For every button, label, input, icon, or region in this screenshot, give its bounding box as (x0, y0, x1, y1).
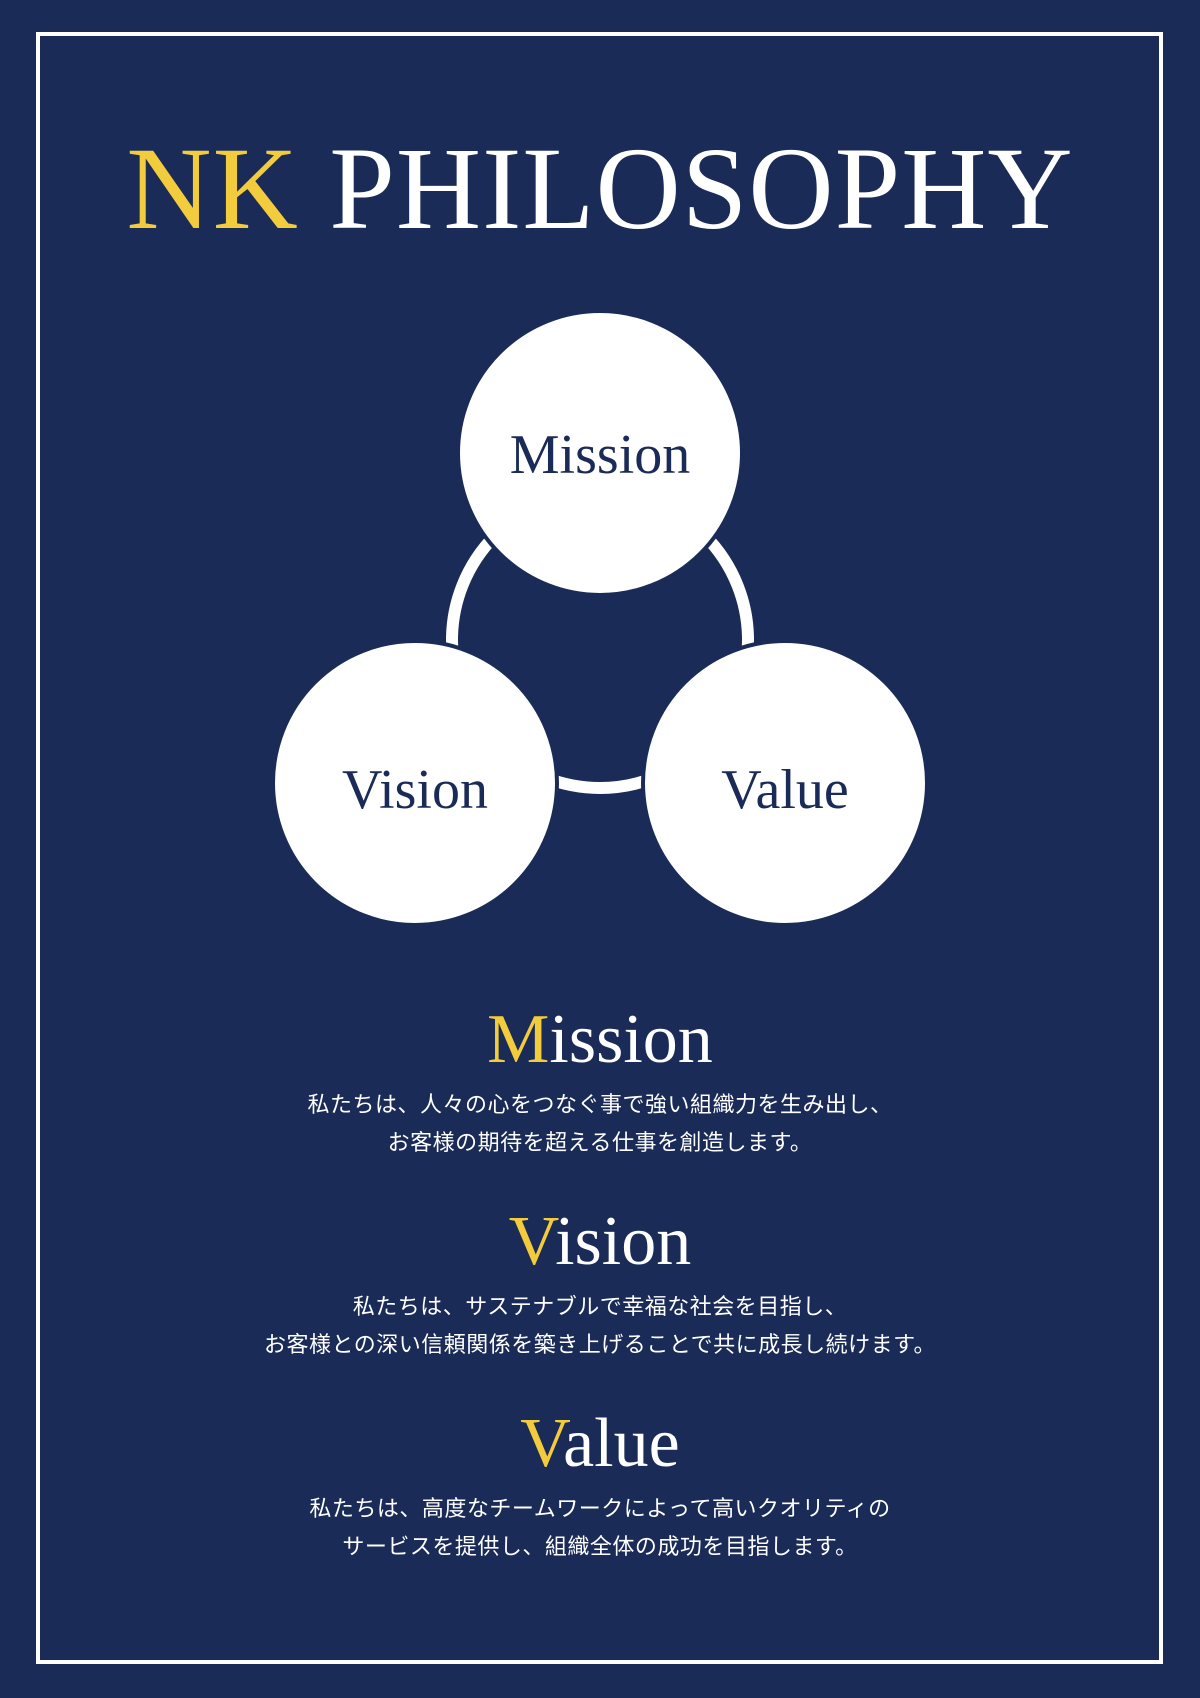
vision-heading-rest: ision (555, 1203, 692, 1280)
page-title: NK PHILOSOPHY (0, 130, 1200, 248)
vision-circle-label: Vision (342, 759, 488, 821)
mission-description: 私たちは、人々の心をつなぐ事で強い組織力を生み出し、 お客様の期待を超える仕事を… (0, 1087, 1200, 1163)
vision-section: Vision 私たちは、サステナブルで幸福な社会を目指し、 お客様との深い信頼関… (0, 1207, 1200, 1365)
mission-circle (456, 309, 744, 597)
value-description-line-1: 私たちは、高度なチームワークによって高いクオリティの (309, 1497, 891, 1522)
value-heading: Value (0, 1409, 1200, 1479)
vision-description-line-1: 私たちは、サステナブルで幸福な社会を目指し、 (352, 1295, 848, 1320)
value-heading-initial: V (520, 1405, 564, 1482)
vision-heading: Vision (0, 1207, 1200, 1277)
vision-description-line-2: お客様との深い信頼関係を築き上げることで共に成長し続けます。 (264, 1333, 936, 1358)
value-description: 私たちは、高度なチームワークによって高いクオリティの サービスを提供し、組織全体… (0, 1491, 1200, 1567)
mission-heading-initial: M (487, 1001, 550, 1078)
mission-description-line-1: 私たちは、人々の心をつなぐ事で強い組織力を生み出し、 (307, 1093, 893, 1118)
value-heading-rest: alue (563, 1405, 680, 1482)
vision-circle (271, 639, 559, 927)
value-section: Value 私たちは、高度なチームワークによって高いクオリティの サービスを提供… (0, 1409, 1200, 1567)
mission-section: Mission 私たちは、人々の心をつなぐ事で強い組織力を生み出し、 お客様の期… (0, 1005, 1200, 1163)
value-description-line-2: サービスを提供し、組織全体の成功を目指します。 (342, 1535, 858, 1560)
title-prefix: NK (126, 123, 299, 254)
value-circle-label: Value (721, 759, 849, 821)
mission-heading: Mission (0, 1005, 1200, 1075)
mission-heading-rest: ission (549, 1001, 713, 1078)
mission-circle-label: Mission (510, 424, 691, 486)
value-circle (641, 639, 929, 927)
vision-description: 私たちは、サステナブルで幸福な社会を目指し、 お客様との深い信頼関係を築き上げる… (0, 1289, 1200, 1365)
mission-description-line-2: お客様の期待を超える仕事を創造します。 (387, 1131, 813, 1156)
white-frame-border (36, 32, 1163, 1664)
vision-heading-initial: V (508, 1203, 556, 1280)
title-main: PHILOSOPHY (329, 123, 1074, 254)
